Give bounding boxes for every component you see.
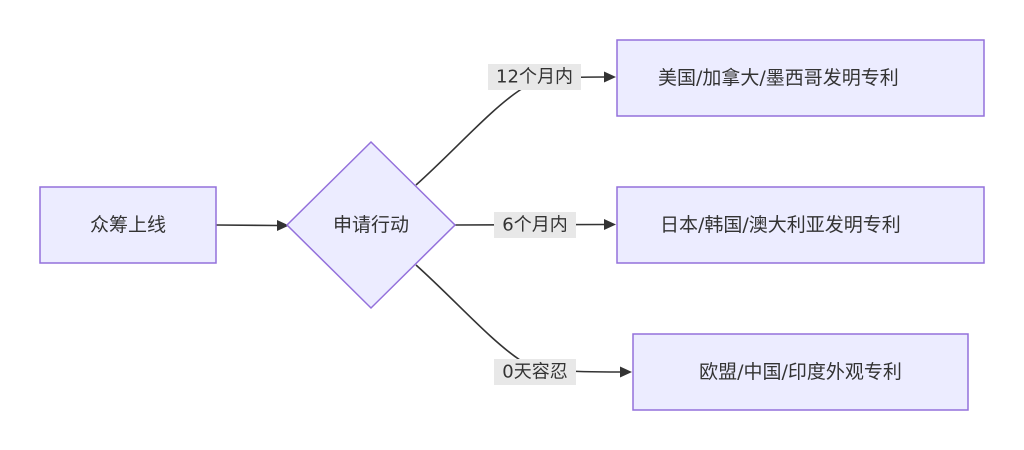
edge-label-6-months: 6个月内 [494,212,576,238]
edge-label-6-months-text: 6个月内 [502,215,567,236]
node-apply-action: 申请行动 [285,140,457,310]
edge-label-zero-tolerance: 0天容忍 [494,359,576,385]
node-eu-cn-in-design-patent: 欧盟/中国/印度外观专利 [632,333,969,411]
edge-label-12-months-text: 12个月内 [496,67,573,88]
node-us-ca-mx-invention-patent: 美国/加拿大/墨西哥发明专利 [616,39,985,117]
node-apply-action-label: 申请行动 [333,214,409,236]
node-crowdfunding-launch-label: 众筹上线 [90,214,166,236]
node-jp-kr-au-invention-patent-label: 日本/韩国/澳大利亚发明专利 [660,214,901,236]
node-us-ca-mx-invention-patent-label: 美国/加拿大/墨西哥发明专利 [658,66,899,89]
edge-label-zero-tolerance-text: 0天容忍 [502,362,567,383]
node-jp-kr-au-invention-patent: 日本/韩国/澳大利亚发明专利 [616,186,985,264]
edge-launch-to-action [215,220,289,231]
edge-label-12-months: 12个月内 [488,64,581,90]
node-eu-cn-in-design-patent-label: 欧盟/中国/印度外观专利 [699,361,902,383]
node-crowdfunding-launch: 众筹上线 [39,186,217,264]
